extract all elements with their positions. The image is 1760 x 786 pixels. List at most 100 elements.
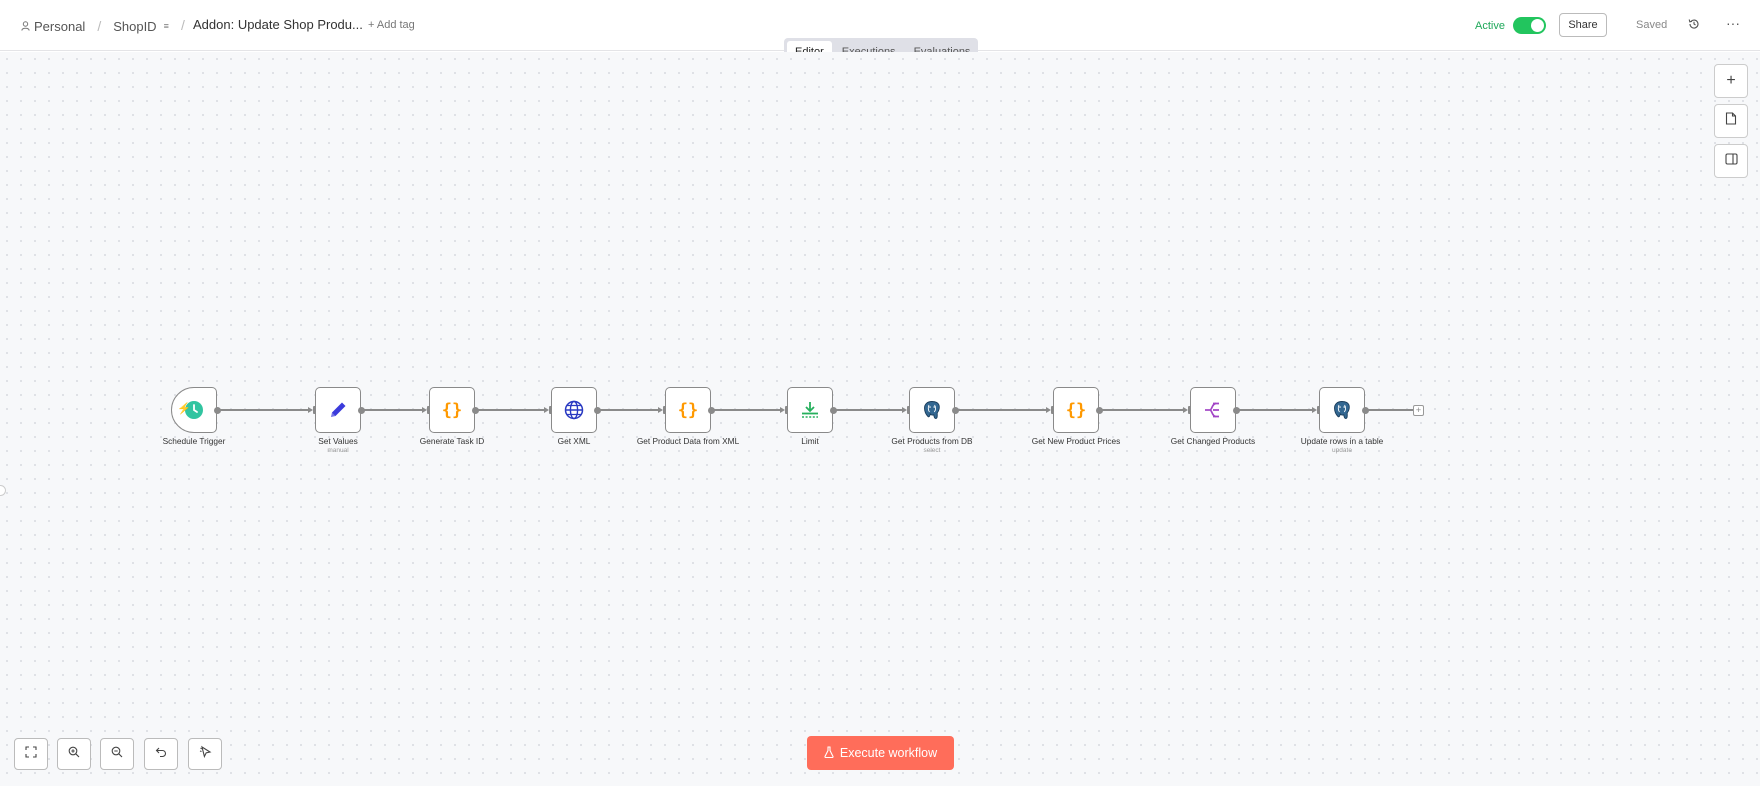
input-port[interactable] (1051, 406, 1054, 414)
output-port[interactable] (1233, 406, 1240, 414)
input-port[interactable] (1317, 406, 1320, 414)
active-label: Active (1475, 19, 1505, 32)
svg-text:{}: {} (678, 401, 698, 421)
input-port[interactable] (1188, 406, 1191, 414)
code-braces-icon: {} (1065, 399, 1087, 421)
connection-line (219, 409, 309, 411)
node-get-xml[interactable] (551, 387, 597, 433)
node-get-changed-products[interactable] (1190, 387, 1236, 433)
connection-arrow (780, 406, 785, 413)
panel-icon (1724, 152, 1738, 170)
code-braces-icon: {} (441, 399, 463, 421)
sticky-note-button[interactable] (1714, 104, 1748, 138)
user-icon (21, 19, 30, 34)
compare-icon (1202, 399, 1224, 421)
limit-icon (799, 399, 821, 421)
postgres-icon (1331, 399, 1353, 421)
plus-icon: + (1726, 72, 1736, 89)
input-port[interactable] (427, 406, 430, 414)
add-tag-button[interactable]: + Add tag (368, 19, 415, 31)
node-label: Schedule Trigger (162, 436, 226, 446)
input-port[interactable] (785, 406, 788, 414)
code-braces-icon: {} (677, 399, 699, 421)
output-port[interactable] (1096, 406, 1103, 414)
node-label: Get XML (557, 436, 591, 446)
output-port[interactable] (830, 406, 837, 414)
node-label: Generate Task ID (419, 436, 485, 446)
zoom-out-button[interactable] (100, 738, 134, 770)
execute-workflow-button[interactable]: Execute workflow (807, 736, 954, 770)
toggle-panel-button[interactable] (1714, 144, 1748, 178)
history-icon[interactable] (1685, 15, 1703, 33)
connection-line (713, 409, 781, 411)
undo-button[interactable] (144, 738, 178, 770)
node-limit[interactable] (787, 387, 833, 433)
output-port[interactable] (472, 406, 479, 414)
workflow-canvas[interactable] (0, 52, 1760, 786)
node-label: Get Product Data from XML (636, 436, 740, 446)
connection-line (957, 409, 1047, 411)
output-port[interactable] (952, 406, 959, 414)
node-get-products-from-db[interactable] (909, 387, 955, 433)
globe-icon (563, 399, 585, 421)
connection-arrow (658, 406, 663, 413)
clock-icon (184, 400, 204, 420)
node-label: Get Products from DB (891, 436, 973, 446)
node-label: Set Values (318, 436, 358, 446)
output-port[interactable] (1362, 406, 1369, 414)
breadcrumb-separator: / (181, 17, 185, 33)
output-port[interactable] (358, 406, 365, 414)
input-port[interactable] (313, 406, 316, 414)
output-port[interactable] (708, 406, 715, 414)
breadcrumb: Personal / ShopID ≡ (21, 18, 169, 34)
connection-arrow (544, 406, 549, 413)
connection-arrow (1312, 406, 1317, 413)
fit-view-button[interactable] (14, 738, 48, 770)
connection-line (1101, 409, 1184, 411)
svg-text:{}: {} (442, 401, 462, 421)
zoom-out-icon (111, 745, 123, 763)
node-subtitle: update (1332, 447, 1352, 454)
workflow-title[interactable]: Addon: Update Shop Produ... (193, 17, 363, 32)
connection-line (363, 409, 423, 411)
cursor-sparkle-icon (199, 745, 212, 763)
node-set-values[interactable] (315, 387, 361, 433)
tidy-up-button[interactable] (188, 738, 222, 770)
input-port[interactable] (663, 406, 666, 414)
more-options-button[interactable]: ··· (1726, 15, 1740, 31)
node-label: Get Changed Products (1170, 436, 1256, 446)
connection-line (599, 409, 659, 411)
node-label: Get New Product Prices (1031, 436, 1121, 446)
svg-text:{}: {} (1066, 401, 1086, 421)
zoom-in-button[interactable] (57, 738, 91, 770)
flask-icon (824, 745, 834, 761)
add-next-node-button[interactable]: + (1413, 405, 1424, 416)
node-get-new-product-prices[interactable]: {} (1053, 387, 1099, 433)
connection-arrow (1046, 406, 1051, 413)
input-port[interactable] (549, 406, 552, 414)
connection-arrow (308, 406, 313, 413)
breadcrumb-separator: / (97, 18, 102, 34)
breadcrumb-personal[interactable]: Personal (34, 18, 86, 34)
undo-icon (155, 745, 167, 763)
node-schedule-trigger[interactable] (171, 387, 217, 433)
active-toggle-group: Active (1475, 17, 1546, 34)
trigger-bolt-icon: ⚡ (177, 403, 191, 415)
share-button[interactable]: Share (1559, 13, 1607, 37)
connection-line (835, 409, 903, 411)
connection-arrow (1183, 406, 1188, 413)
output-port[interactable] (594, 406, 601, 414)
active-toggle[interactable] (1512, 17, 1546, 34)
breadcrumb-folder[interactable]: ShopID (113, 18, 157, 34)
node-get-product-data-from-xml[interactable]: {} (665, 387, 711, 433)
execute-workflow-label: Execute workflow (839, 746, 938, 760)
output-port[interactable] (214, 406, 221, 414)
node-subtitle: select (923, 447, 941, 454)
node-update-rows-in-a-table[interactable] (1319, 387, 1365, 433)
add-node-button[interactable]: + (1714, 64, 1748, 98)
connection-arrow (902, 406, 907, 413)
connection-line (1367, 409, 1413, 411)
folder-menu-icon[interactable]: ≡ (163, 21, 169, 31)
input-port[interactable] (907, 406, 910, 414)
node-generate-task-id[interactable]: {} (429, 387, 475, 433)
